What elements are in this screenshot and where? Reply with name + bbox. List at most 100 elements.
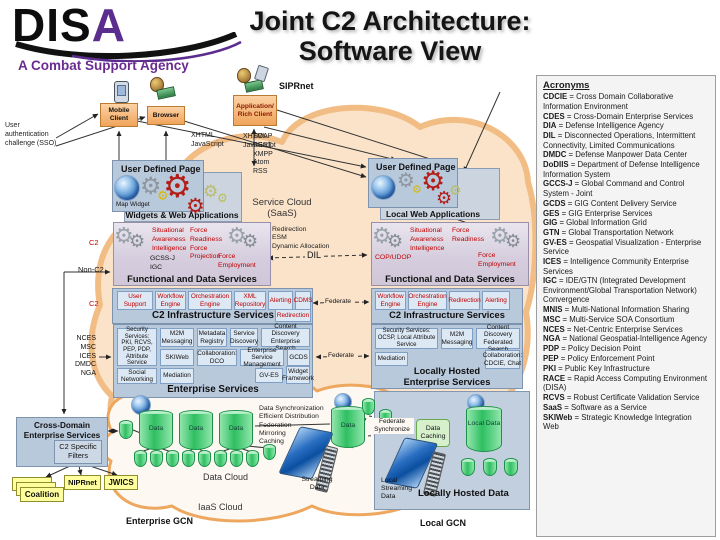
data-sync-list: Data Synchronization Efficient Distribut… <box>259 405 324 446</box>
mediation-cell-right: Mediation <box>375 352 408 366</box>
workflow-engine-cell-right: Workflow Engine <box>375 291 406 310</box>
xhtml-label-2: XHTML JavaScript <box>243 133 276 149</box>
acronym-item: DMDC = Defense Manpower Data Center <box>543 150 688 160</box>
security-services-cell-right: Security Services: OCSP, Local Attribute… <box>375 328 438 349</box>
alerting-cell-left: Alerting <box>268 291 293 310</box>
mobile-phone-icon <box>114 81 129 103</box>
service-discovery-cell: Service Discovery <box>230 328 258 347</box>
c2-label-mid: C2 <box>89 299 99 308</box>
device-icon <box>253 64 270 83</box>
slide-title-line1: Joint C2 Architecture: <box>249 6 531 36</box>
collaboration-cdcie-chat-cell: Collaboration: CDCIE, Chat <box>483 350 522 369</box>
gear-icon-yellow: ⚙ <box>157 189 169 204</box>
esm-item: ESM <box>272 234 287 242</box>
service-cloud-items: Redirection ESM Dynamic Allocation <box>272 226 329 251</box>
redirection-item: Redirection <box>272 226 307 233</box>
protocol-soap: SOAP <box>253 133 273 140</box>
gear-icon-red-large: ⚙ <box>163 167 192 205</box>
acronym-item: SaaS = Software as a Service <box>543 402 647 412</box>
coalition-box: Coalition <box>20 487 64 502</box>
data-cylinder-4: Data <box>331 406 365 448</box>
locally-hosted-header-line2: Enterprise Services <box>403 377 491 387</box>
cop-udop-label: COP/UDOP <box>375 254 412 261</box>
acronym-item: GCCS-J = Global Command and Control Syst… <box>543 179 685 198</box>
situational-awareness-label-left: Situational Awareness Intelligence <box>152 227 187 252</box>
gear-icon-silver: ⚙ <box>372 224 392 249</box>
iaas-cloud-label: IaaS Cloud <box>198 502 243 512</box>
browser-box: Browser <box>147 106 185 125</box>
msc-label: MSC <box>80 343 96 351</box>
m2m-messaging-cell-right: M2M Messaging <box>441 328 473 349</box>
enterprise-service-management-cell: Enterprise Service Management <box>240 347 284 368</box>
c2-label-top: C2 <box>89 238 99 247</box>
acronym-item: GES = GIG Enterprise Services <box>543 208 653 218</box>
database-cylinder-small <box>119 420 133 439</box>
workflow-engine-cell-left: Workflow Engine <box>155 291 186 310</box>
nga-label: NGA <box>80 370 96 377</box>
metadata-registry-cell: Metadata Registry <box>197 328 227 347</box>
user-support-cell: User Support <box>117 291 153 310</box>
social-networking-cell: Social Networking <box>117 368 157 384</box>
acronym-item: SKIWeb = Strategic Knowledge Integration… <box>543 412 692 432</box>
gear-icon-yellowgreen-small: ⚙ <box>217 191 228 205</box>
database-cylinder-small <box>483 458 497 476</box>
xhtml-label-1: XHTML JavaScript <box>191 132 224 148</box>
gear-icon-silver: ⚙ <box>227 224 247 249</box>
redirection-cell-left: Redirection <box>275 309 311 322</box>
skiweb-cell: SKIWeb <box>160 349 194 366</box>
database-cylinder-small <box>198 450 211 467</box>
security-services-cell-left: Security Services: PKI, RCVS, PEP, PDP, … <box>117 327 157 366</box>
database-cylinder-small <box>230 450 243 467</box>
federation-item: Federation <box>259 421 292 429</box>
enterprise-services-header: Enterprise Services <box>167 384 259 395</box>
streaming-data-label: Streaming Data <box>301 476 333 492</box>
local-web-applications-header: Local Web Applications <box>386 209 480 219</box>
database-cylinder-small <box>166 450 179 467</box>
acronym-item: MSC = Multi-Service SOA Consortium <box>543 314 675 324</box>
gear-icon-silver: ⚙ <box>242 231 259 252</box>
acronym-item: IGC = IDE/GTN (Integrated Development En… <box>543 276 697 305</box>
mediation-cell-left: Mediation <box>160 368 194 384</box>
gear-icon-silver: ⚙ <box>387 231 404 252</box>
siprnet-label: SIPRnet <box>279 81 314 91</box>
federate-synchronize-label: Federate Synchronize <box>370 418 414 434</box>
database-cylinder-small <box>182 450 195 467</box>
content-discovery-federated-search-cell: Content Discovery Federated Search <box>476 324 520 353</box>
globe-icon-left-udp <box>114 175 140 201</box>
gv-es-cell: GV-ES <box>255 368 283 383</box>
widget-framework-cell: Widget Framework <box>282 366 314 384</box>
phone-screen <box>117 85 126 96</box>
acronym-item: DoDIIS = Department of Defense Intellige… <box>543 160 700 179</box>
database-cylinder-small <box>134 450 147 467</box>
alerting-cell-right: Alerting <box>482 291 510 310</box>
acronym-item: RCVS = Robust Certificate Validation Ser… <box>543 393 700 403</box>
m2m-messaging-cell-left: M2M Messaging <box>160 328 194 347</box>
disa-swoosh <box>15 32 242 62</box>
orchestration-engine-cell-right: Orchestration Engine <box>408 291 447 310</box>
dynamic-allocation-item: Dynamic Allocation <box>272 242 330 250</box>
protocol-atom: Atom <box>253 159 270 167</box>
gear-icon-red-small: ⚙ <box>436 188 453 209</box>
niprnet-box: NIPRnet <box>64 475 101 490</box>
database-cylinder-small <box>214 450 227 467</box>
service-cloud-label: Service Cloud (SaaS) <box>248 197 316 220</box>
functional-data-services-header-right: Functional and Data Services <box>385 274 515 284</box>
acronym-item: PKI = Public Key Infrastructure <box>543 364 650 374</box>
c2-infrastructure-header-right: C2 Infrastructure Services <box>389 310 505 320</box>
locally-hosted-header-line1: Locally Hosted <box>413 366 481 376</box>
acronyms-panel: Acronyms CDCIE = Cross Domain Collaborat… <box>536 75 716 537</box>
force-employment-label-left: Force Employment <box>218 253 256 269</box>
slide-title-line2: Software View <box>298 36 482 67</box>
user-defined-page-title-left: User Defined Page <box>121 164 201 174</box>
money-icon <box>156 86 176 100</box>
sso-label: User authentication challenge (SSO) <box>5 122 57 147</box>
database-cylinder-small <box>362 398 375 415</box>
disa-logo-a: A <box>91 0 126 51</box>
cross-domain-title: Cross-Domain Enterprise Services <box>23 421 101 440</box>
gear-icon-silver: ⚙ <box>490 224 510 249</box>
gear-icon-yellow: ⚙ <box>412 183 422 196</box>
database-cylinder-small <box>246 450 259 467</box>
dil-label: DIL <box>305 250 324 260</box>
mirroring-item: Mirroring <box>259 429 286 437</box>
